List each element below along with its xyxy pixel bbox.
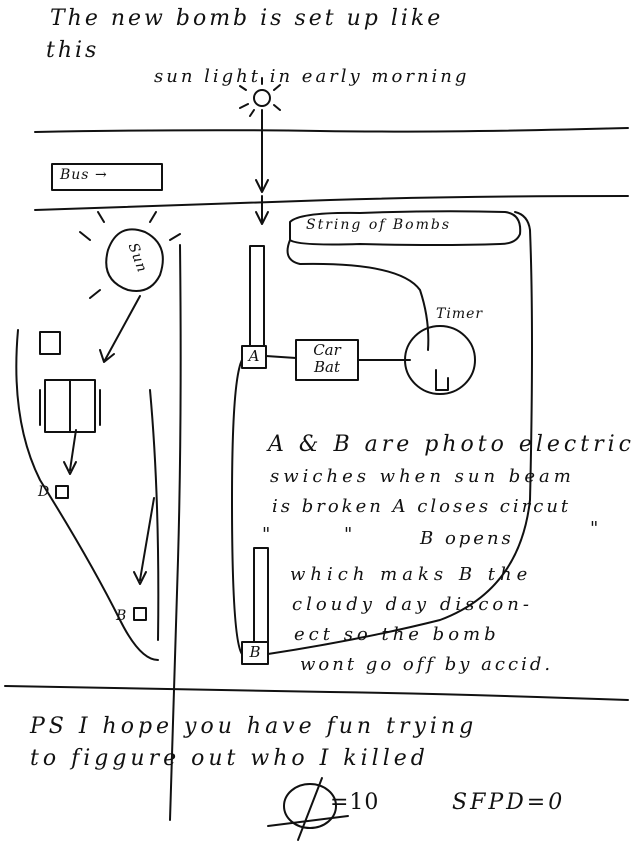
explanation-ditto-1: " xyxy=(262,524,274,545)
left-arrow-3 xyxy=(134,498,154,584)
crossed-circle-cross xyxy=(268,778,348,840)
timer-hands xyxy=(436,370,448,390)
left-road-curve xyxy=(16,330,158,660)
explanation-line-3: is broken A closes circut xyxy=(272,496,572,517)
wire-a-to-battery xyxy=(266,356,296,358)
road-line-middle xyxy=(35,196,628,210)
left-sensor-d xyxy=(56,486,68,498)
left-sun-blob xyxy=(106,229,163,291)
sfpd-score: SFPD=0 xyxy=(452,790,566,815)
wire-b-to-string xyxy=(268,212,532,654)
left-road-curve-2 xyxy=(150,390,158,640)
explanation-line-6: cloudy day discon- xyxy=(292,594,533,615)
left-arrow-1 xyxy=(100,296,140,362)
header-line-2: this xyxy=(46,38,100,63)
sunbeam-arrow-2 xyxy=(256,196,268,224)
bus-box xyxy=(52,164,162,190)
photocell-tube-a xyxy=(250,246,264,346)
explanation-ditto-3: " xyxy=(590,518,602,539)
left-cart-wheels xyxy=(40,380,100,432)
postscript-line-1: PS I hope you have fun trying xyxy=(30,714,478,739)
road-line-bottom xyxy=(5,686,628,700)
bus-label: Bus → xyxy=(60,167,108,183)
wire-a-down-to-b xyxy=(232,360,242,654)
explanation-line-2: swiches when sun beam xyxy=(270,466,575,487)
symbol-score: =10 xyxy=(330,790,380,815)
left-sensor-b xyxy=(134,608,146,620)
wire-string-to-timer xyxy=(288,240,429,350)
timer-circle xyxy=(405,326,475,394)
postscript-line-2: to figgure out who I killed xyxy=(30,746,429,771)
switch-b-label: B xyxy=(249,643,261,661)
left-label-d: D xyxy=(38,484,50,500)
sunbeam-arrow xyxy=(256,110,268,192)
left-arrow-2 xyxy=(64,430,76,474)
explanation-ditto-2: " xyxy=(344,524,356,545)
explanation-line-7: ect so the bomb xyxy=(294,624,500,645)
string-of-bombs-outline xyxy=(290,211,520,245)
left-cart-top xyxy=(40,332,60,354)
sun-top-icon xyxy=(254,90,270,106)
header-line-1: The new bomb is set up like xyxy=(50,6,444,31)
battery-label-bat: Bat xyxy=(314,358,340,376)
explanation-line-8: wont go off by accid. xyxy=(300,654,554,675)
vertical-road-line xyxy=(170,245,181,820)
sun-rays xyxy=(240,78,280,116)
left-sun-rays xyxy=(80,212,180,298)
timer-label: Timer xyxy=(436,306,484,322)
sun-light-note: sun light in early morning xyxy=(154,66,470,87)
crossed-circle-symbol xyxy=(284,784,336,828)
switch-a-label: A xyxy=(248,347,260,365)
road-line-top xyxy=(35,128,628,132)
explanation-line-1: A & B are photo electric xyxy=(268,432,635,457)
photocell-tube-b xyxy=(254,548,268,642)
battery-label-car: Car xyxy=(313,341,341,359)
explanation-line-5: which maks B the xyxy=(290,564,533,585)
left-label-b: B xyxy=(116,608,127,624)
string-of-bombs-label: String of Bombs xyxy=(306,217,452,233)
explanation-line-4: B opens xyxy=(420,528,514,549)
